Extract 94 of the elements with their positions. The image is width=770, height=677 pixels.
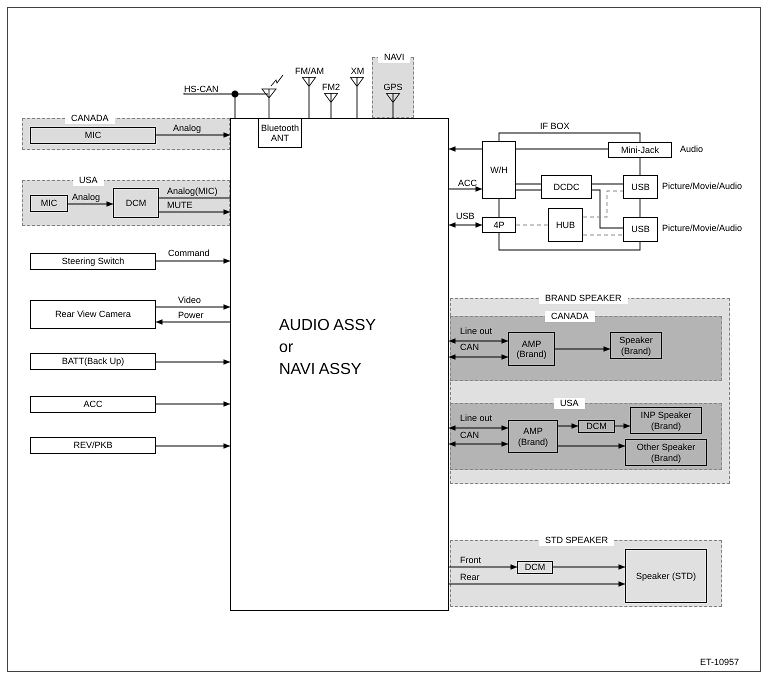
connector-line xyxy=(516,224,548,226)
component-box: Other Speaker (Brand) xyxy=(625,439,707,466)
arrow xyxy=(448,146,482,152)
component-box: Rear View Camera xyxy=(30,300,156,329)
antenna-label: XM xyxy=(350,66,366,77)
connector-line xyxy=(582,234,624,236)
figure-number: ET-10957 xyxy=(700,657,740,668)
group-heading: NAVI xyxy=(378,52,410,63)
arrow xyxy=(302,76,316,118)
edge-label: CAN xyxy=(460,430,480,441)
edge-label: Rear xyxy=(460,572,480,583)
connector-line xyxy=(516,148,608,150)
arrow xyxy=(158,209,230,215)
component-box: Bluetooth ANT xyxy=(258,118,302,148)
arrow xyxy=(558,423,578,429)
component-box: DCM xyxy=(578,420,615,433)
component-box: AMP (Brand) xyxy=(508,332,555,366)
arrow xyxy=(448,186,482,192)
arrow xyxy=(156,319,230,325)
port-label: Picture/Movie/Audio xyxy=(662,223,742,234)
component-box: REV/PKB xyxy=(30,437,156,454)
connector-line xyxy=(592,190,624,228)
group-heading: CANADA xyxy=(65,113,115,124)
port-label: Picture/Movie/Audio xyxy=(662,181,742,192)
arrow xyxy=(448,564,518,570)
component-box: BATT(Back Up) xyxy=(30,353,156,370)
group-heading: USA xyxy=(73,175,104,186)
arrow xyxy=(448,222,482,228)
connector-line xyxy=(184,92,268,118)
component-box: MIC xyxy=(30,127,156,144)
arrow xyxy=(68,201,114,207)
connector-line xyxy=(582,190,624,218)
arrow xyxy=(156,359,230,365)
arrow xyxy=(156,258,230,264)
edge-label: Video xyxy=(178,295,201,306)
port-label: Audio xyxy=(680,144,704,155)
edge-label: USB xyxy=(456,211,475,222)
group-label: IF BOX xyxy=(540,121,570,132)
edge-label: Line out xyxy=(460,413,492,424)
arrow xyxy=(448,581,626,587)
arrow xyxy=(558,443,626,449)
arrow xyxy=(156,304,230,310)
arrow xyxy=(448,338,508,344)
edge-label: Analog xyxy=(72,192,100,203)
edge-label: Power xyxy=(178,310,204,321)
unit-box xyxy=(230,118,449,611)
arrow xyxy=(554,346,610,352)
arrow xyxy=(324,92,338,118)
edge-label: MUTE xyxy=(167,200,192,211)
component-box: Speaker (STD) xyxy=(625,549,707,603)
group-heading: STD SPEAKER xyxy=(539,535,614,546)
component-box: DCDC xyxy=(541,175,592,199)
edge-label: CAN xyxy=(460,342,480,353)
arrow xyxy=(448,354,508,360)
connector-line xyxy=(498,198,500,218)
component-box: DCM xyxy=(517,561,553,574)
component-box: ACC xyxy=(30,396,156,413)
edge-label: Front xyxy=(460,555,482,566)
component-box: INP Speaker (Brand) xyxy=(630,407,702,434)
arrow xyxy=(386,92,400,118)
group-heading: BRAND SPEAKER xyxy=(539,293,628,304)
component-box: Speaker (Brand) xyxy=(610,332,662,359)
antenna-label: GPS xyxy=(382,82,404,93)
component-box: HUB xyxy=(548,208,583,242)
component-box: DCM xyxy=(113,188,159,218)
antenna-label: FM2 xyxy=(321,82,341,93)
edge-label: Analog(MIC) xyxy=(167,186,218,197)
edge-label: Command xyxy=(168,248,210,259)
arrow xyxy=(448,425,508,431)
arrow xyxy=(156,132,230,138)
component-box: USB xyxy=(623,175,658,199)
arrow xyxy=(156,401,230,407)
bus-label: HS-CAN xyxy=(184,84,226,93)
component-box: Mini-Jack xyxy=(608,142,672,158)
group-heading: USA xyxy=(554,398,585,409)
arrow xyxy=(156,443,230,449)
component-box: Steering Switch xyxy=(30,253,156,270)
arrow xyxy=(614,423,630,429)
group-heading: CANADA xyxy=(545,311,595,322)
component-box: W/H xyxy=(482,141,516,199)
edge-label: Line out xyxy=(460,326,492,337)
unit-title: AUDIO ASSY or NAVI ASSY xyxy=(279,316,376,380)
arrow xyxy=(350,76,364,118)
component-box: 4P xyxy=(482,217,516,233)
component-box: MIC xyxy=(30,195,68,212)
edge-label: ACC xyxy=(458,178,478,189)
component-box: USB xyxy=(623,217,658,242)
connector-line xyxy=(498,232,640,250)
antenna-label: FM/AM xyxy=(295,66,324,77)
arrow xyxy=(448,441,508,447)
component-box: AMP (Brand) xyxy=(508,420,558,453)
edge-label: Analog xyxy=(173,123,202,134)
connector-line xyxy=(498,132,640,142)
arrow xyxy=(552,564,626,570)
